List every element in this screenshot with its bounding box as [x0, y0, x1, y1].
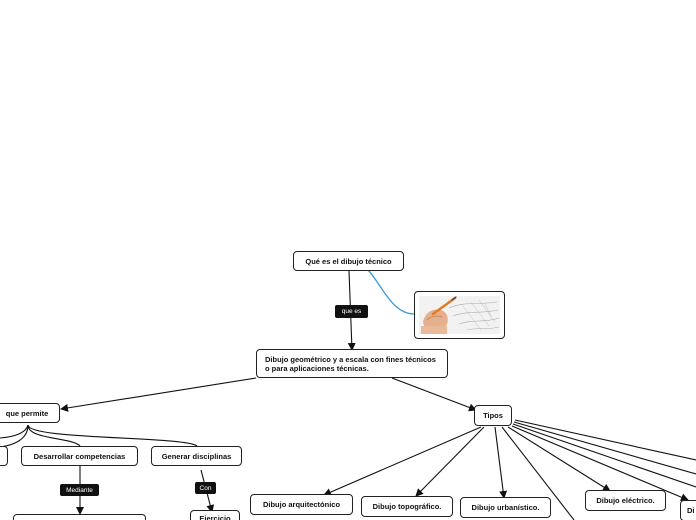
- edge-que-permite-to-desarrollar: [27, 424, 81, 447]
- edge-tipos-to-arquitectonico: [323, 426, 482, 496]
- image-link-curve: [367, 269, 415, 315]
- edge-tipos-to-electrico: [507, 426, 611, 492]
- edge-tipos-to-urbanistico: [494, 426, 508, 499]
- dibujo-electrico-node[interactable]: Dibujo eléctrico.: [585, 490, 666, 511]
- desarrollar-child-node[interactable]: [13, 514, 146, 520]
- dibujo-urbanistico-node[interactable]: Dibujo urbanístico.: [460, 497, 551, 518]
- desarrollar-competencias-node[interactable]: Desarrollar competencias: [21, 446, 138, 466]
- edge-definition-to-tipos: [391, 377, 477, 412]
- cut-right-node[interactable]: Di: [680, 500, 696, 520]
- que-es-label: que es: [335, 305, 368, 318]
- left-cut-node[interactable]: [0, 446, 8, 466]
- edge-tipos-to-topografico: [415, 426, 485, 497]
- definition-node[interactable]: Dibujo geométrico y a escala con fines t…: [256, 349, 448, 378]
- edge-que-permite-to-left: [0, 424, 29, 439]
- edge-tipos-to-offscreen-right-3: [514, 419, 696, 461]
- connectors: [0, 270, 696, 520]
- edge-tipos-to-offscreen-right-2: [513, 421, 696, 475]
- ejercicio-node[interactable]: Ejercicio: [190, 510, 240, 520]
- image-node[interactable]: [414, 291, 505, 339]
- mediante-label: Mediante: [60, 484, 99, 496]
- tipos-node[interactable]: Tipos: [474, 405, 512, 426]
- hand-drawing-sketch-icon: [419, 296, 500, 334]
- edge-tipos-to-offscreen-right-1: [512, 423, 696, 488]
- edge-tipos-to-offscreen-bottom: [501, 426, 575, 520]
- dibujo-arquitectonico-node[interactable]: Dibujo arquitectónico: [250, 494, 353, 515]
- generar-disciplinas-node[interactable]: Generar disciplinas: [151, 446, 242, 466]
- dibujo-topografico-node[interactable]: Dibujo topográfico.: [361, 496, 453, 517]
- que-permite-node[interactable]: que permite: [0, 403, 60, 423]
- edge-definition-to-que-permite: [60, 377, 257, 412]
- root-topic-node[interactable]: Qué es el dibujo técnico: [293, 251, 404, 271]
- edge-que-permite-to-generar: [27, 424, 198, 447]
- con-label: Con: [195, 482, 216, 494]
- edge-tipos-to-cut-right: [511, 425, 689, 501]
